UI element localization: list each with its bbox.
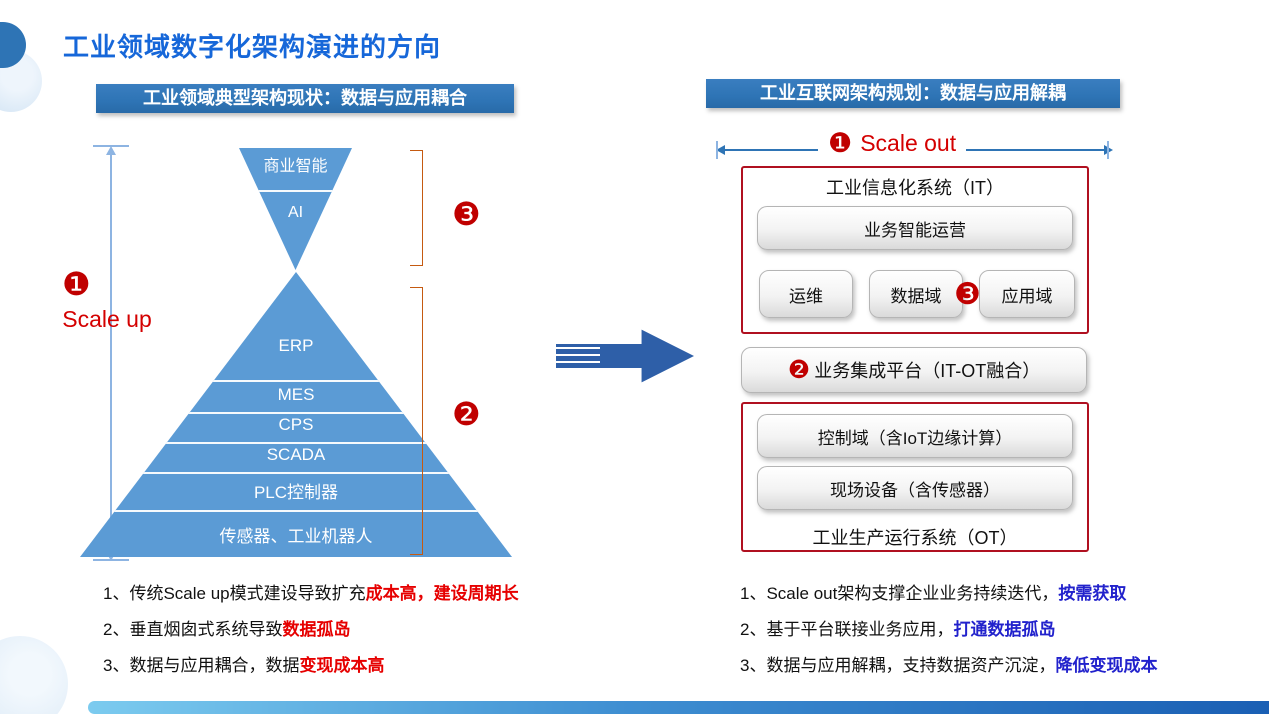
funnel-divider (80, 380, 512, 382)
ot-system-box: 控制域（含IoT边缘计算） 现场设备（含传感器） 工业生产运行系统（OT） (741, 402, 1089, 552)
note-highlight: 按需获取 (1058, 584, 1127, 603)
note-text: 3、数据与应用解耦，支持数据资产沉淀， (740, 656, 1056, 675)
funnel-label-plc: PLC控制器 (253, 483, 339, 502)
arrow-up-icon (106, 146, 116, 155)
measure-tick-right (1107, 141, 1109, 159)
funnel-top-triangle: 商业智能 AI (239, 148, 352, 270)
integration-platform-label: 业务集成平台（IT-OT融合） (814, 361, 1041, 381)
funnel-divider (80, 510, 512, 512)
it-box-title: 工业信息化系统（IT） (826, 178, 1004, 198)
arrow-left-icon (716, 145, 725, 155)
funnel-divider (80, 412, 512, 414)
scale-out-label: Scale out (860, 130, 957, 156)
badge-3-right: ❸ (954, 278, 981, 311)
app-domain-button: 应用域 (979, 270, 1075, 318)
scale-up-arrow-line (110, 154, 112, 552)
left-note-2: 2、垂直烟囱式系统导致数据孤岛 (103, 615, 350, 640)
flow-arrow-icon (556, 329, 694, 383)
funnel-divider (239, 190, 352, 192)
scale-up-label: Scale up (62, 306, 152, 332)
note-highlight: 成本高，建设周期长 (365, 584, 519, 603)
flow-arrow-stripe (556, 354, 600, 356)
note-text: 2、垂直烟囱式系统导致 (103, 620, 283, 639)
decorative-circle-bottom-left (0, 636, 68, 714)
funnel-label-bi: 商业智能 (263, 158, 328, 175)
right-note-1: 1、Scale out架构支撑企业业务持续迭代，按需获取 (740, 579, 1126, 604)
control-domain-button: 控制域（含IoT边缘计算） (757, 414, 1073, 458)
funnel-label-sensors: 传感器、工业机器人 (219, 527, 373, 546)
bracket-bottom (410, 287, 423, 555)
measure-tick-bottom (93, 559, 129, 561)
left-note-1: 1、传统Scale up模式建设导致扩充成本高，建设周期长 (103, 579, 519, 604)
note-highlight: 降低变现成本 (1055, 656, 1158, 675)
ot-box-title: 工业生产运行系统（OT） (812, 528, 1018, 548)
badge-2-left: ❷ (452, 396, 481, 432)
note-text: 1、Scale out架构支撑企业业务持续迭代， (740, 584, 1059, 603)
business-intelligent-ops-button: 业务智能运营 (757, 206, 1073, 250)
left-panel-header: 工业领域典型架构现状：数据与应用耦合 (96, 84, 514, 113)
badge-3-left: ❸ (452, 196, 481, 232)
note-text: 2、基于平台联接业务应用， (740, 620, 954, 639)
note-highlight: 变现成本高 (299, 656, 385, 675)
funnel-label-ai: AI (287, 204, 304, 221)
note-highlight: 打通数据孤岛 (953, 620, 1056, 639)
funnel-label-erp: ERP (278, 336, 314, 355)
funnel-divider (80, 472, 512, 474)
note-text: 3、数据与应用耦合，数据 (103, 656, 300, 675)
integration-platform-button: ❷ 业务集成平台（IT-OT融合） (741, 347, 1087, 393)
scale-out-title: ❶ Scale out (818, 128, 967, 158)
funnel-label-cps: CPS (278, 415, 314, 434)
note-highlight: 数据孤岛 (282, 620, 351, 639)
field-device-button: 现场设备（含传感器） (757, 466, 1073, 510)
page-title: 工业领域数字化架构演进的方向 (63, 32, 442, 62)
bottom-gradient-bar (88, 701, 1269, 714)
ops-domain-button: 运维 (759, 270, 853, 318)
note-text: 1、传统Scale up模式建设导致扩充 (103, 584, 366, 603)
data-domain-button: 数据域 (869, 270, 963, 318)
badge-1-right: ❶ (828, 128, 853, 158)
funnel-divider (80, 442, 512, 444)
flow-arrow-stripe (556, 347, 600, 349)
it-system-box: 工业信息化系统（IT） 业务智能运营 运维 数据域 应用域 (741, 166, 1089, 334)
right-panel-header: 工业互联网架构规划：数据与应用解耦 (706, 79, 1120, 108)
badge-2-right: ❷ (787, 355, 811, 384)
funnel-label-scada: SCADA (266, 445, 326, 464)
right-note-3: 3、数据与应用解耦，支持数据资产沉淀，降低变现成本 (740, 651, 1157, 676)
flow-arrow-stripe (556, 361, 600, 363)
bracket-top (410, 150, 423, 266)
measure-tick-top (93, 145, 129, 147)
left-note-3: 3、数据与应用耦合，数据变现成本高 (103, 651, 384, 676)
right-note-2: 2、基于平台联接业务应用，打通数据孤岛 (740, 615, 1055, 640)
measure-tick-left (716, 141, 718, 159)
funnel-label-mes: MES (277, 385, 315, 404)
badge-1-left: ❶ (62, 266, 91, 302)
